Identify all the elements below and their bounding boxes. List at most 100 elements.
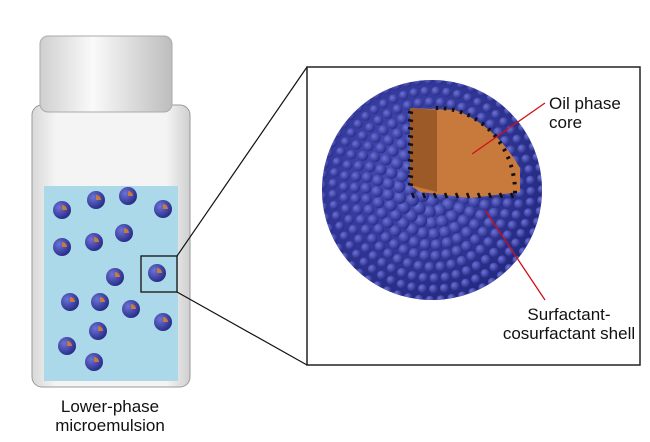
surfactant-bead [424,97,435,107]
label-oil-core: Oil phase core [549,94,621,132]
surfactant-bead [392,253,403,265]
micelle-particle [154,313,172,331]
surfactant-bead [520,218,530,228]
surfactant-bead [398,231,410,244]
surfactant-bead [442,87,452,97]
surfactant-bead [450,281,460,291]
surfactant-bead [375,164,387,176]
surfactant-bead [396,138,408,150]
surfactant-bead [349,182,361,193]
surfactant-bead [387,145,399,157]
surfactant-bead [355,214,367,225]
surfactant-bead [457,102,467,113]
label-shell: Surfactant- cosurfactant shell [494,305,644,343]
surfactant-bead [521,154,531,164]
surfactant-bead [414,214,428,228]
surfactant-bead [464,206,477,218]
surfactant-bead [470,234,481,245]
surfactant-bead [497,255,507,265]
surfactant-bead [523,208,533,218]
micelle-illustration [322,80,542,300]
surfactant-bead [389,239,400,250]
surfactant-bead [390,209,402,222]
micelle-particle [61,293,79,311]
surfactant-bead [328,189,338,199]
surfactant-bead [369,105,379,114]
surfactant-bead [369,151,381,163]
surfactant-tail [486,127,492,132]
surfactant-bead [398,149,411,162]
surfactant-tail [410,192,416,199]
surfactant-bead [374,241,385,252]
surfactant-bead [507,220,518,231]
surfactant-bead [461,226,473,239]
surfactant-tail [480,121,486,127]
surfactant-bead [436,215,449,228]
surfactant-bead [368,251,379,261]
surfactant-bead [517,144,527,154]
surfactant-bead [344,214,354,225]
micelle-particle [85,233,103,251]
core-pointer-line [471,102,546,155]
surfactant-bead [419,239,431,251]
surfactant-bead [364,161,376,173]
surfactant-bead [361,172,373,183]
surfactant-bead [377,270,386,280]
surfactant-bead [377,257,388,268]
surfactant-bead [461,278,471,288]
surfactant-tail [451,107,455,113]
surfactant-bead [354,234,364,244]
surfactant-bead [361,243,371,253]
micelle-particle [85,353,103,371]
micelle-particle [115,224,133,242]
micelle-particle [89,322,107,340]
micelle-particle [154,200,172,218]
surfactant-bead [461,266,472,276]
surfactant-bead [526,175,535,185]
surfactant-bead [441,237,453,249]
surfactant-bead [367,264,377,274]
surfactant-bead [397,201,411,214]
surfactant-bead [424,80,433,85]
surfactant-bead [429,273,440,283]
surfactant-tail [421,192,427,199]
surfactant-tail [407,166,414,171]
surfactant-bead [424,261,435,273]
micelle-particle [119,187,137,205]
surfactant-bead [361,111,371,121]
surfactant-tail [466,112,471,118]
surfactant-bead [439,226,451,239]
surfactant-bead [352,249,362,259]
surfactant-bead [363,141,374,152]
surfactant-tail [432,192,438,199]
surfactant-bead [511,210,522,220]
surfactant-bead [396,279,406,289]
surfactant-tail [407,118,414,123]
surfactant-tail [509,192,515,199]
connector-line-bottom [176,291,308,366]
oil-core-side [410,108,437,192]
surfactant-bead [342,160,353,170]
surfactant-bead [480,254,491,265]
surfactant-bead [449,221,461,234]
surfactant-bead [373,115,384,126]
surfactant-bead [332,157,342,167]
surfactant-bead [403,100,413,111]
surfactant-bead [435,261,446,272]
surfactant-bead [499,117,509,127]
surfactant-bead [471,261,482,271]
surfactant-tail [473,116,479,122]
surfactant-bead [456,255,467,267]
surfactant-tail [459,109,463,115]
surfactant-bead [392,128,403,140]
surfactant-bead [386,263,397,274]
surfactant-bead [330,168,340,177]
surfactant-bead [328,178,338,188]
surfactant-tail [407,174,414,179]
oil-core [410,108,520,198]
surfactant-bead [407,271,418,281]
surfactant-bead [428,228,440,240]
label-vial-line1: Lower-phase [60,397,160,416]
surfactant-bead [526,186,536,196]
